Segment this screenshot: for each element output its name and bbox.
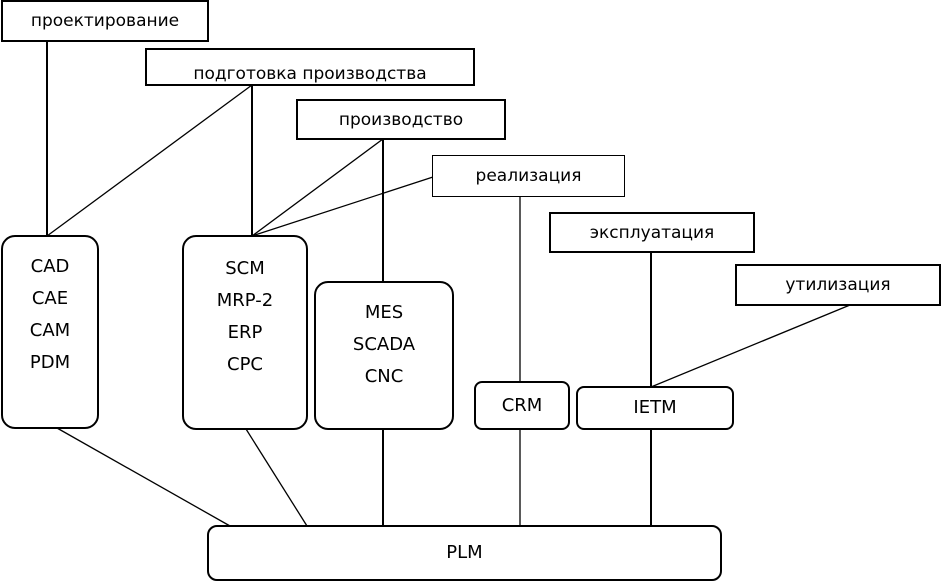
- stage-sales-label: реализация: [475, 166, 582, 186]
- stage-design: проектирование: [1, 0, 209, 42]
- system-cnc: CNC: [364, 366, 404, 387]
- system-plm: PLM: [207, 525, 722, 581]
- system-ietm-label: IETM: [633, 397, 677, 418]
- link-sales-to-scm: [251, 176, 434, 237]
- system-erp: ERP: [227, 322, 263, 343]
- system-cam: CAM: [29, 320, 71, 341]
- system-mes: MES: [364, 302, 404, 323]
- system-group-production-prep: SCM MRP-2 ERP CPC: [182, 235, 308, 430]
- stage-production-prep: подготовка производства: [145, 48, 475, 86]
- system-pdm: PDM: [29, 352, 71, 373]
- stage-operation: эксплуатация: [549, 212, 755, 253]
- system-crm: CRM: [474, 381, 570, 430]
- stage-disposal-label: утилизация: [785, 275, 891, 295]
- system-group-production: MES SCADA CNC: [314, 281, 454, 430]
- system-scada: SCADA: [352, 334, 416, 355]
- system-mrp-2: MRP-2: [216, 290, 274, 311]
- system-scm: SCM: [225, 258, 265, 279]
- system-plm-label: PLM: [446, 542, 483, 563]
- link-production-to-scm: [251, 138, 384, 237]
- stage-operation-label: эксплуатация: [589, 222, 715, 243]
- stage-disposal: утилизация: [735, 264, 941, 306]
- system-cae: CAE: [31, 288, 69, 309]
- system-ietm: IETM: [576, 386, 734, 430]
- system-crm-label: CRM: [501, 394, 543, 416]
- system-group-design: CAD CAE CAM PDM: [1, 235, 99, 429]
- link-scm-to-plm: [245, 428, 308, 527]
- system-cad: CAD: [30, 256, 70, 277]
- system-cpc: CPC: [227, 354, 263, 375]
- stage-production-prep-label: подготовка производства: [193, 64, 427, 84]
- link-cad-to-plm: [56, 427, 231, 527]
- link-prep-to-cad: [46, 84, 253, 237]
- stage-production-label: производство: [338, 109, 464, 130]
- link-disposal-to-ietm: [650, 304, 851, 388]
- stage-sales: реализация: [432, 155, 625, 197]
- stage-design-label: проектирование: [30, 11, 180, 31]
- stage-production: производство: [296, 99, 506, 140]
